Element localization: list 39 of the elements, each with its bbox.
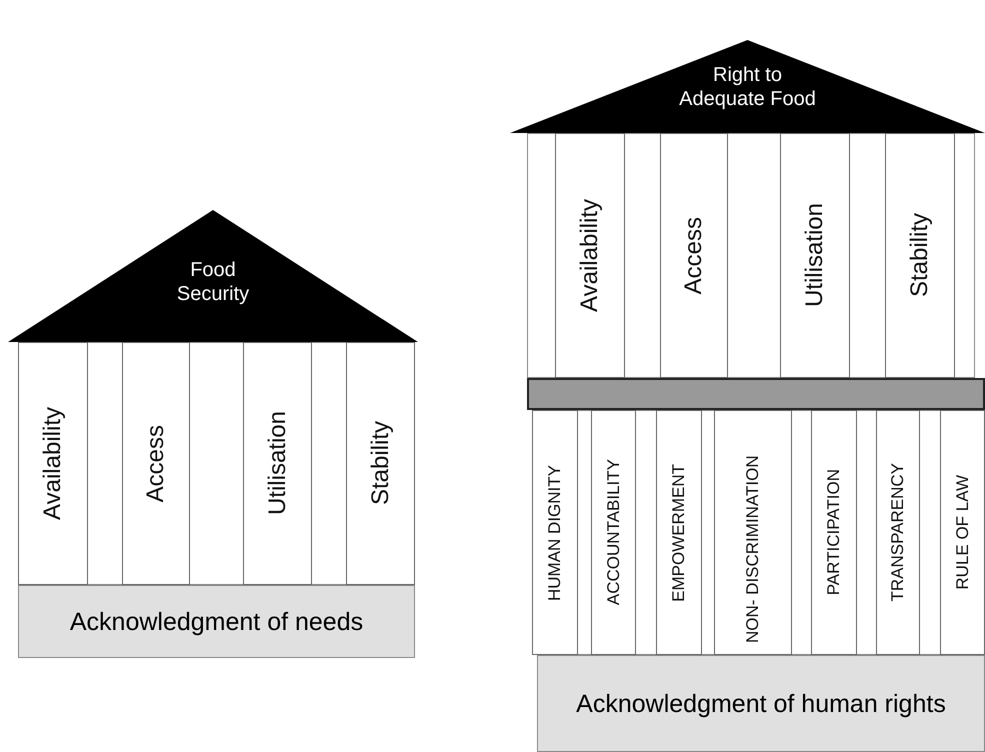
pillar-label: EMPOWERMENT	[669, 464, 689, 602]
foundation-label: Acknowledgment of needs	[70, 606, 364, 636]
beam	[527, 378, 985, 410]
pillar	[714, 410, 792, 655]
pillar	[243, 342, 312, 585]
pillar-label: Stability	[366, 421, 394, 506]
pillar-label: ACCOUNTABILITY	[604, 459, 624, 606]
pillar	[876, 410, 920, 655]
pillar	[811, 410, 857, 655]
pillar-label: Availability	[576, 199, 604, 312]
pillar-label: Access	[680, 216, 708, 294]
pillar-label: Utilisation	[264, 411, 292, 516]
roof-label: Right to Adequate Food	[678, 63, 817, 111]
pillar-label: Access	[142, 424, 170, 502]
pillar	[885, 133, 955, 378]
pillar-label: HUMAN DIGNITY	[545, 464, 565, 600]
foundation-label: Acknowledgment of human rights	[576, 688, 946, 718]
pillar	[532, 410, 578, 655]
pillar-label: Utilisation	[801, 203, 829, 308]
pillar	[346, 342, 415, 585]
pillar	[780, 133, 850, 378]
pillar-label: Stability	[906, 213, 934, 298]
pillar-label: RULE OF LAW	[952, 475, 972, 590]
pillar	[660, 133, 728, 378]
pillar-label: PARTICIPATION	[824, 469, 844, 596]
roof-triangle	[510, 40, 985, 133]
pillar-label: NON- DISCRIMINATION	[742, 454, 763, 642]
pillar	[591, 410, 636, 655]
pillar	[18, 342, 88, 585]
pillar	[940, 410, 985, 655]
foundation-block	[537, 655, 985, 752]
pillar	[555, 133, 625, 378]
pillar	[122, 342, 190, 585]
foundation-block	[18, 585, 415, 658]
roof-label: Food Security	[176, 258, 250, 306]
roof-triangle	[8, 210, 418, 342]
pillar-label: TRANSPARENCY	[888, 463, 908, 602]
pillar	[656, 410, 702, 655]
pillar-label: Availability	[39, 407, 67, 520]
